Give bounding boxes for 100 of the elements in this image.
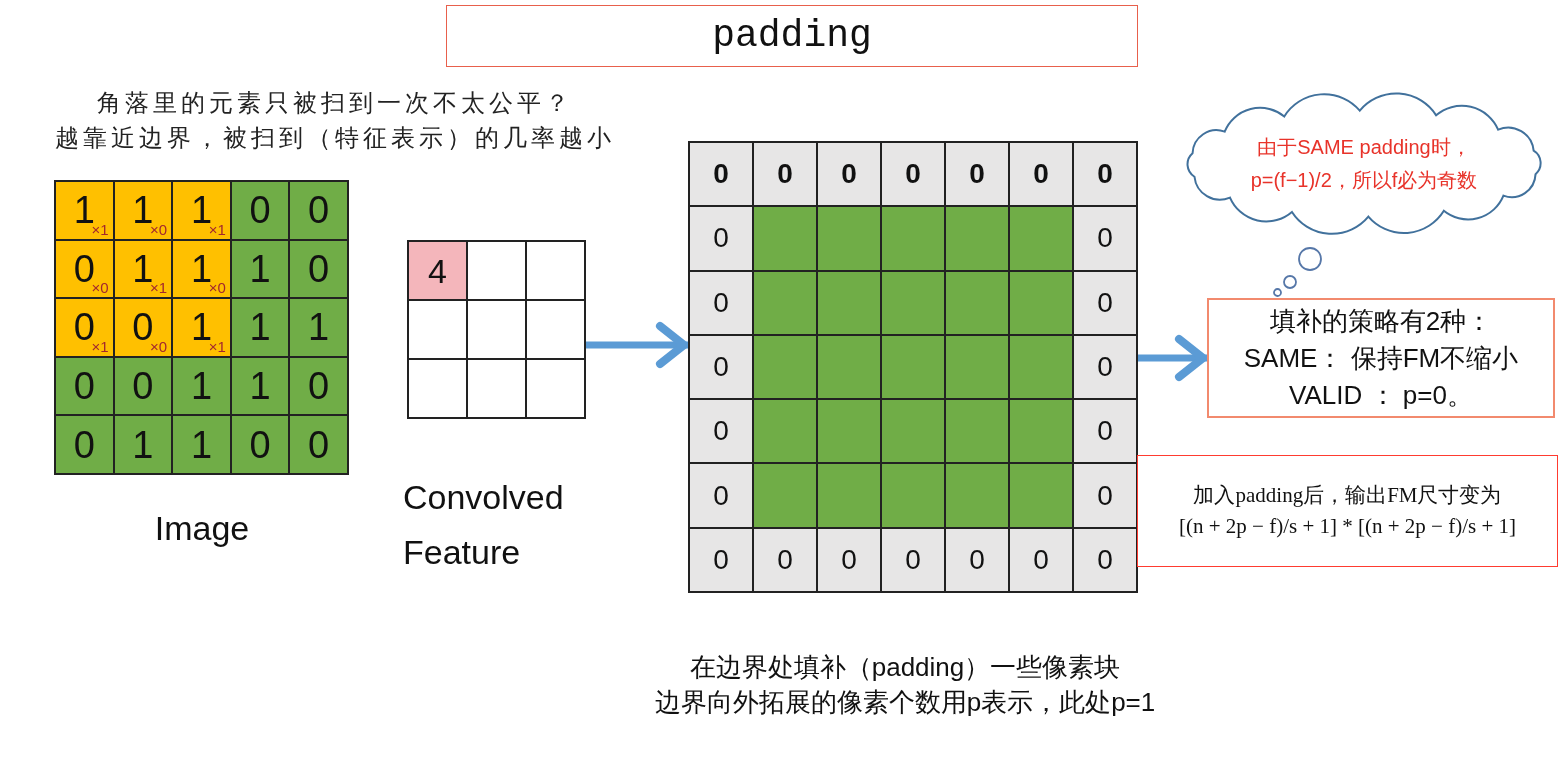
- image-grid: [54, 180, 349, 475]
- grid-cell: [289, 181, 348, 240]
- grid-cell: [945, 334, 1009, 400]
- cell-value: 0: [1033, 545, 1049, 574]
- note-box: [1207, 298, 1555, 418]
- grid-cell: [753, 463, 817, 528]
- grid-cell: [689, 334, 753, 400]
- grid-cell: [408, 359, 467, 418]
- grid-cell: [230, 356, 290, 416]
- arrow: [1138, 335, 1207, 381]
- grid-cell: [467, 241, 526, 300]
- cell-value: 0: [777, 545, 793, 574]
- formula-text: [(n + 2p − f)/s + 1] * [(n + 2p − f)/s + 1]: [1179, 513, 1516, 540]
- cell-value: 0: [1097, 224, 1113, 253]
- grid-cell: [113, 298, 173, 357]
- cell-value: 0: [1033, 160, 1049, 189]
- grid-cell: [230, 298, 290, 357]
- cell-value: 0: [905, 160, 921, 189]
- grid-cell: [1009, 270, 1073, 335]
- grid-cell: [753, 527, 817, 592]
- grid-cell: [1073, 270, 1137, 335]
- grid-cell: [753, 206, 817, 271]
- grid-cell: [55, 415, 114, 474]
- cell-value: 0: [713, 545, 729, 574]
- grid-cell: [817, 334, 881, 400]
- grid-cell: [408, 241, 467, 300]
- cell-value: 0: [249, 191, 271, 230]
- grid-cell: [230, 181, 290, 240]
- grid-cell: [408, 300, 467, 359]
- grid-cell: [230, 239, 290, 299]
- cell-value: 0: [249, 425, 271, 464]
- cell-value: 0: [308, 249, 330, 288]
- weight-subscript: ×0: [150, 338, 168, 354]
- grid-cell: [689, 206, 753, 271]
- grid-cell: [817, 399, 881, 464]
- grid-cell: [945, 206, 1009, 271]
- grid-cell: [289, 239, 348, 299]
- grid-cell: [945, 142, 1009, 207]
- grid-cell: [1073, 142, 1137, 207]
- grid-cell: [1009, 527, 1073, 592]
- cell-value: 0: [1097, 288, 1113, 317]
- cell-value: 1: [249, 367, 271, 406]
- cell-value: 1: [249, 308, 271, 347]
- grid-cell: [467, 300, 526, 359]
- grid-cell: [881, 527, 945, 592]
- title: padding: [446, 5, 1138, 67]
- grid-cell: [1009, 206, 1073, 271]
- cell-value: 0: [713, 481, 729, 510]
- grid-cell: [172, 415, 231, 474]
- cell-value: 0: [73, 367, 95, 406]
- grid-cell: [689, 527, 753, 592]
- grid-cell: [881, 334, 945, 400]
- grid-cell: [689, 142, 753, 207]
- grid-cell: [1073, 463, 1137, 528]
- grid-cell: [289, 356, 348, 416]
- cell-value: 0: [713, 353, 729, 381]
- padded-grid: [688, 141, 1138, 593]
- cell-value: 1: [190, 425, 213, 464]
- grid-cell: [172, 181, 231, 240]
- cell-value: 4: [428, 253, 447, 288]
- note-text: 由于SAME padding时，: [1257, 135, 1471, 160]
- grid-cell: [945, 399, 1009, 464]
- grid-cell: [1009, 142, 1073, 207]
- grid-cell: [113, 239, 173, 299]
- caption-text: 在边界处填补（padding）一些像素块: [689, 652, 1121, 684]
- grid-cell: [753, 399, 817, 464]
- cell-value: 0: [1097, 481, 1113, 510]
- body-text: VALID ： p=0。: [1289, 378, 1473, 412]
- heading-text: 填补的策略有2种：: [1269, 304, 1493, 338]
- grid-cell: [881, 399, 945, 464]
- cell-value: 0: [1097, 160, 1113, 189]
- cell-value: 0: [777, 160, 793, 189]
- grid-cell: [1073, 527, 1137, 592]
- grid-cell: [172, 356, 231, 416]
- cell-value: 0: [132, 367, 154, 406]
- grid-cell: [817, 527, 881, 592]
- grid-cell: [817, 142, 881, 207]
- grid-cell: [1073, 206, 1137, 271]
- body-text: 加入padding后，输出FM尺寸变为: [1193, 482, 1502, 509]
- grid-cell: [467, 359, 526, 418]
- grid-cell: [172, 298, 231, 357]
- grid-cell: [881, 463, 945, 528]
- body-text: SAME： 保持FM不缩小: [1243, 341, 1519, 375]
- grid-cell: [289, 298, 348, 357]
- cell-value: 0: [713, 417, 729, 446]
- cell-value: 0: [1097, 417, 1113, 446]
- cell-value: 0: [905, 545, 921, 574]
- cell-value: 1: [249, 249, 271, 288]
- note-text: p=(f−1)/2，所以f必为奇数: [1250, 168, 1478, 193]
- cell-value: 1: [132, 425, 154, 464]
- grid-cell: [945, 527, 1009, 592]
- grid-cell: [753, 142, 817, 207]
- grid-caption: Image: [153, 508, 251, 549]
- cell-value: 0: [1097, 353, 1113, 381]
- grid-caption: Convolved Feature: [403, 477, 565, 573]
- grid-cell: [526, 359, 585, 418]
- cell-value: 0: [713, 288, 729, 317]
- cell-value: 0: [713, 160, 729, 189]
- cell-value: 0: [969, 545, 985, 574]
- grid-cell: [753, 270, 817, 335]
